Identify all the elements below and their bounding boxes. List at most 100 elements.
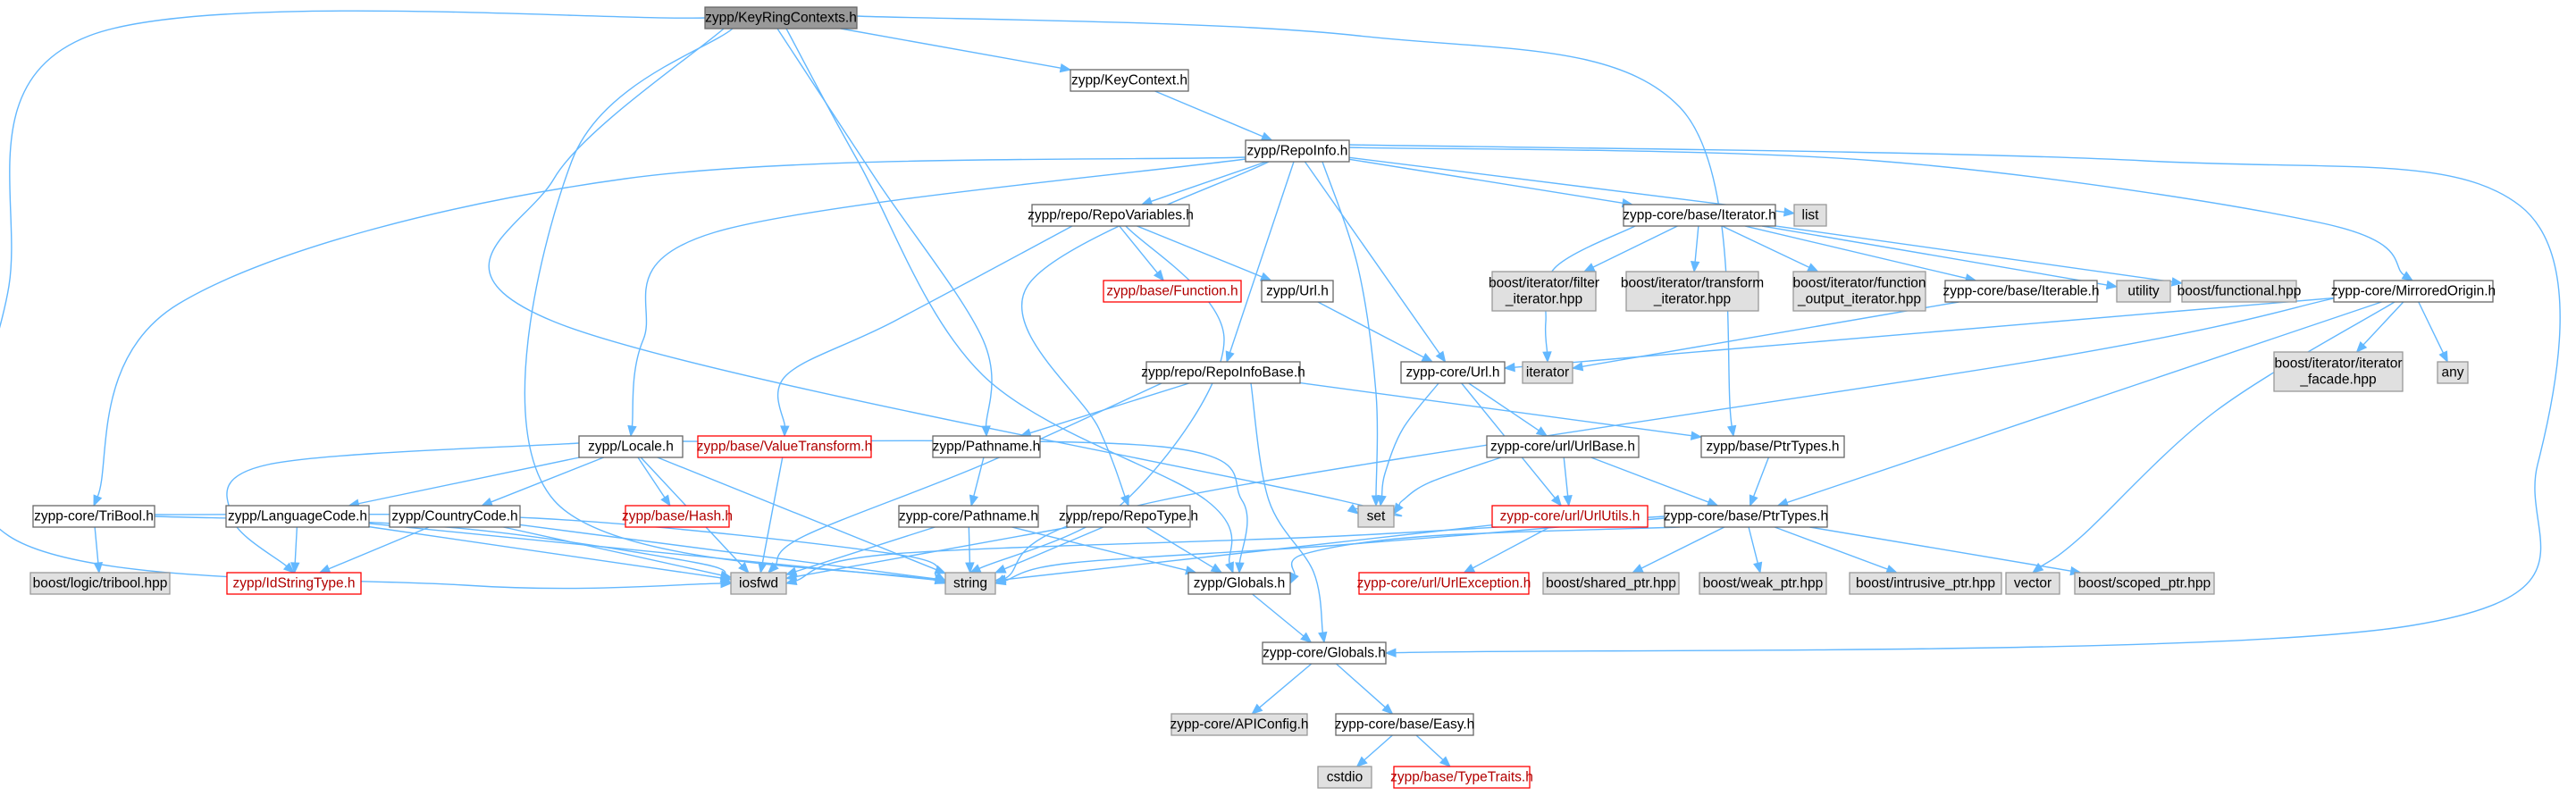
node-box <box>730 572 787 595</box>
node-label: zypp/repo/RepoVariables.h <box>1028 208 1194 223</box>
node-base_ptrtypes[interactable]: zypp/base/PtrTypes.h <box>1700 435 1845 458</box>
edge-arrowhead <box>627 424 637 438</box>
node-box <box>1145 361 1301 384</box>
edge-line <box>1752 457 1770 497</box>
node-box <box>932 435 1041 458</box>
node-box <box>1664 505 1828 528</box>
edge-line <box>1640 526 1725 569</box>
edge-arrowhead <box>1749 494 1758 507</box>
node-url_h[interactable]: zypp/Url.h <box>1261 280 1334 303</box>
node-countrycode[interactable]: zypp/CountryCode.h <box>389 505 521 528</box>
edge-line <box>973 457 985 497</box>
edge-core_ptrtypes-to-zypp_globals <box>1289 526 1681 585</box>
node-box <box>944 572 996 595</box>
edge-keycontext-to-repoinfo <box>1154 90 1273 141</box>
node-core_globals[interactable]: zypp-core/Globals.h <box>1262 641 1387 665</box>
edge-repoinfobase-to-iosfwd <box>768 382 1162 574</box>
node-core_url[interactable]: zypp-core/Url.h <box>1400 361 1506 384</box>
node-label: zypp-core/url/UrlBase.h <box>1490 440 1635 455</box>
edge-arrowhead <box>318 564 331 574</box>
node-urlbase[interactable]: zypp-core/url/UrlBase.h <box>1486 435 1640 458</box>
edge-repoinfo-to-repoinfobase <box>1225 161 1295 364</box>
edge-line <box>1348 147 2405 276</box>
node-iterable_h[interactable]: zypp-core/base/Iterable.h <box>1943 280 2100 303</box>
node-box <box>225 505 370 528</box>
node-label: zypp/KeyContext.h <box>1071 73 1187 88</box>
edge-arrowhead <box>2170 277 2184 287</box>
node-keyringcontexts[interactable]: zypp/KeyRingContexts.h <box>704 6 858 29</box>
node-keycontext[interactable]: zypp/KeyContext.h <box>1070 69 1189 92</box>
node-box <box>1358 572 1530 595</box>
edge-line <box>368 525 722 579</box>
node-repoinfobase[interactable]: zypp/repo/RepoInfoBase.h <box>1141 361 1305 384</box>
node-box <box>1491 271 1597 312</box>
node-box <box>1625 271 1759 312</box>
node-mirroredorigin[interactable]: zypp-core/MirroredOrigin.h <box>2331 280 2496 303</box>
node-tribool_h[interactable]: zypp-core/TriBool.h <box>32 505 155 528</box>
node-label: _iterator.hpp <box>1653 292 1731 307</box>
node-repovariables[interactable]: zypp/repo/RepoVariables.h <box>1028 204 1194 227</box>
node-urlexception: zypp-core/url/UrlException.h <box>1357 572 1531 595</box>
node-easy_h[interactable]: zypp-core/base/Easy.h <box>1335 713 1475 736</box>
edge-core_url-to-urlbase <box>1468 382 1548 437</box>
edge-line <box>1259 663 1313 708</box>
node-box <box>1542 572 1680 595</box>
edge-core_url-to-set <box>1377 382 1439 507</box>
node-label: utility <box>2127 284 2160 299</box>
edge-repotype-to-string <box>994 526 1103 574</box>
edge-keyringcontexts-to-pathname_h <box>776 28 993 438</box>
node-box <box>1245 139 1350 163</box>
node-repotype[interactable]: zypp/repo/RepoType.h <box>1059 505 1198 528</box>
edge-line <box>1290 526 1681 575</box>
node-box <box>1486 435 1640 458</box>
edge-arrowhead <box>1153 269 1165 282</box>
node-locale_h[interactable]: zypp/Locale.h <box>578 435 684 458</box>
node-core_ptrtypes[interactable]: zypp-core/base/PtrTypes.h <box>1664 505 1828 528</box>
edge-line <box>795 526 936 573</box>
edge-arrowhead <box>934 574 947 584</box>
edge-line <box>1252 593 1305 637</box>
edge-urlbase-to-urlutils <box>1563 457 1573 507</box>
edge-core_globals-to-easy_h <box>1336 663 1394 715</box>
node-label: vector <box>2014 576 2052 591</box>
node-box <box>1171 713 1308 736</box>
node-zypp_globals[interactable]: zypp/Globals.h <box>1187 572 1291 595</box>
edge-arrowhead <box>1059 63 1072 73</box>
node-repoinfo[interactable]: zypp/RepoInfo.h <box>1245 139 1350 163</box>
edge-arrowhead <box>1393 502 1404 515</box>
node-box <box>226 572 362 595</box>
node-label: boost/shared_ptr.hpp <box>1546 576 1676 591</box>
edge-line <box>1151 161 1267 203</box>
node-box <box>1849 572 2002 595</box>
edge-tribool_h-to-boost_tribool <box>93 526 104 574</box>
node-vector: vector <box>2005 572 2060 595</box>
node-label: zypp/Url.h <box>1266 284 1329 299</box>
edge-arrowhead <box>994 564 1007 574</box>
node-pathname_h[interactable]: zypp/Pathname.h <box>932 435 1041 458</box>
node-label: zypp-core/APIConfig.h <box>1170 717 1308 733</box>
edge-arrowhead <box>1318 631 1328 644</box>
node-core_pathname[interactable]: zypp-core/Pathname.h <box>898 505 1039 528</box>
edge-line <box>1514 297 2335 368</box>
edge-line <box>1415 734 1444 761</box>
edge-line <box>1348 156 1785 214</box>
node-label: zypp/RepoInfo.h <box>1247 144 1348 159</box>
edge-arrowhead <box>2401 271 2414 281</box>
edge-iterator_h-to-filter_iter <box>1582 225 1678 272</box>
edge-keyringcontexts-to-base_ptrtypes <box>855 15 1737 438</box>
edge-line <box>1119 225 1158 273</box>
edge-arrowhead <box>1563 495 1573 507</box>
edge-line <box>761 457 784 564</box>
edge-arrowhead <box>1235 562 1245 574</box>
node-languagecode[interactable]: zypp/LanguageCode.h <box>225 505 370 528</box>
node-box <box>32 505 155 528</box>
node-label: zypp-core/Pathname.h <box>899 509 1038 524</box>
edge-repoinfo-to-tribool_h <box>93 156 1246 507</box>
edge-arrowhead <box>481 497 493 507</box>
node-box <box>2333 280 2494 303</box>
node-iterator_h[interactable]: zypp-core/base/Iterator.h <box>1623 204 1776 227</box>
edge-line <box>1011 526 1187 572</box>
edge-arrowhead <box>1503 362 1515 373</box>
node-list: list <box>1793 204 1827 227</box>
node-function_h: zypp/base/Function.h <box>1103 280 1242 303</box>
